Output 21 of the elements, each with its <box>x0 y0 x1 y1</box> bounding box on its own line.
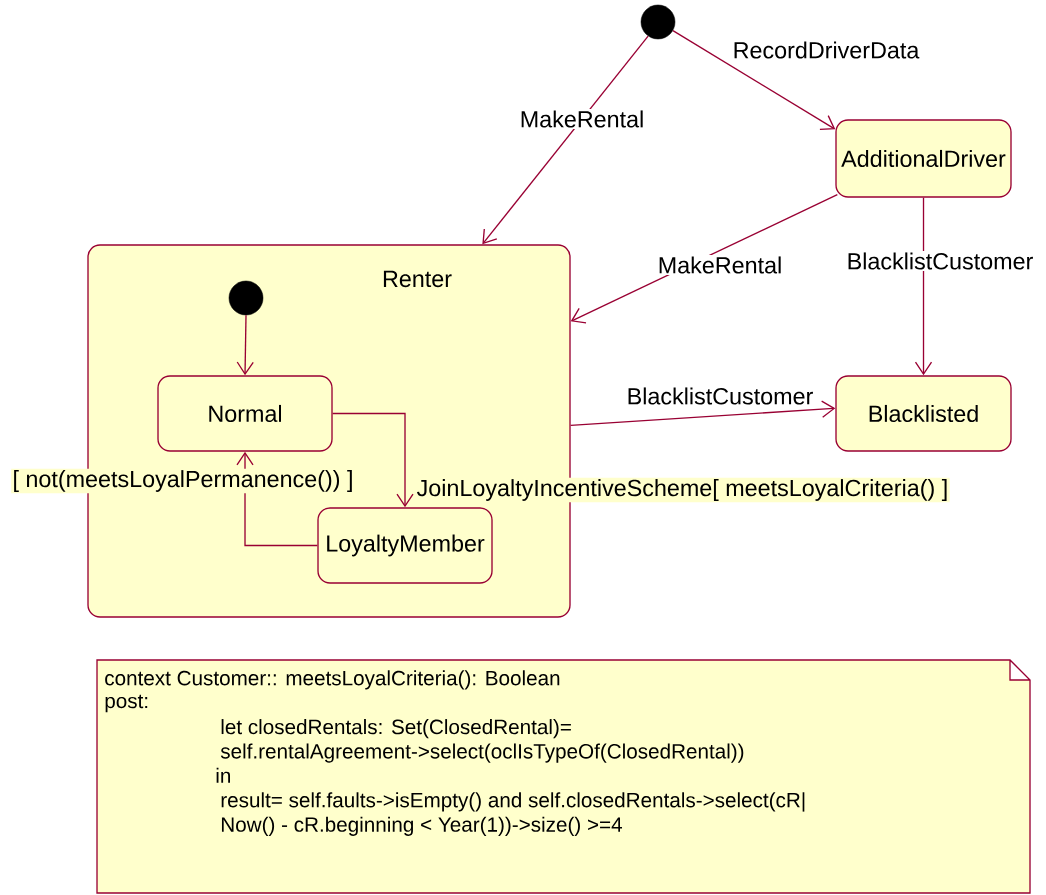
transition-arrow <box>236 314 254 376</box>
initial-state-dot <box>640 4 676 40</box>
edge-label: BlacklistCustomer <box>625 386 815 406</box>
state-box: LoyaltyMember <box>317 507 493 584</box>
edge-label: BlacklistCustomer <box>845 251 1035 271</box>
edge-label: [ not(meetsLoyalPermanence()) ] <box>11 468 355 494</box>
transition-arrow <box>482 35 649 245</box>
transition-arrow <box>236 451 318 547</box>
transition-arrow <box>672 29 836 130</box>
state-box: Blacklisted <box>835 375 1012 452</box>
edge-label: JoinLoyaltyIncentiveScheme[ meetsLoyalCriteria() ] <box>415 477 950 503</box>
edge-label: MakeRental <box>518 109 646 129</box>
note-box: context Customer:: meetsLoyalCriteria(): Boolean post: let closedRentals: Set(ClosedRental)= self.rentalAgreement->select(oclIsTypeOf(ClosedRental)) in result= self.faults->isEmpty() and self.closedRentals->select(cR| Now() - cR.beginning < Year(1))->size() >=4 <box>96 659 1031 894</box>
edge-label: RecordDriverData <box>731 40 921 60</box>
state-box: AdditionalDriver <box>835 119 1012 198</box>
transition-arrow <box>570 400 836 426</box>
state-box: Normal <box>157 375 333 452</box>
edge-label: MakeRental <box>656 255 784 275</box>
transition-arrow <box>914 197 933 376</box>
transition-arrow <box>332 412 414 508</box>
initial-state-dot <box>228 280 264 316</box>
